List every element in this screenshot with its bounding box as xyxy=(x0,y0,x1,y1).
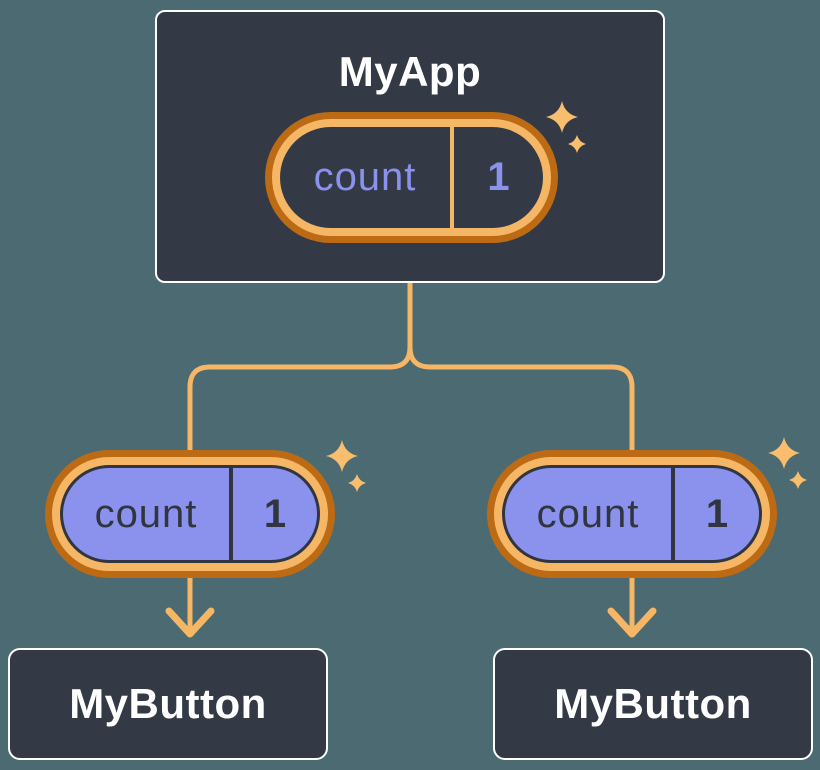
props-pill-right-ring: count 1 xyxy=(494,457,770,571)
sparkle-icon-right xyxy=(768,437,807,489)
state-name-label: count xyxy=(313,155,417,199)
props-pill-right-body: count 1 xyxy=(505,468,759,560)
prop-name-label-right: count xyxy=(536,491,640,536)
arrow-left-head-icon xyxy=(165,607,215,638)
props-pill-left-divider xyxy=(229,468,233,560)
state-pill-body: count 1 xyxy=(280,127,543,228)
state-pill-ring: count 1 xyxy=(272,119,551,236)
mybutton-node-left: MyButton xyxy=(8,648,328,760)
state-pill-divider xyxy=(450,127,454,228)
mybutton-title-left: MyButton xyxy=(69,680,267,727)
connector-right-branch xyxy=(407,283,635,450)
myapp-node: MyApp count 1 xyxy=(155,10,665,283)
props-pill-right-divider xyxy=(671,468,675,560)
props-pill-left: count 1 xyxy=(45,450,335,578)
props-pill-right: count 1 xyxy=(487,450,777,578)
props-pill-right-outline: count 1 xyxy=(502,465,762,563)
prop-value-label-left: 1 xyxy=(263,491,287,536)
prop-value-label-right: 1 xyxy=(705,491,729,536)
arrow-right-head-icon xyxy=(607,607,657,638)
state-value-label: 1 xyxy=(487,155,510,199)
props-pill-left-ring: count 1 xyxy=(52,457,328,571)
state-pill: count 1 xyxy=(265,112,558,243)
sparkle-icon-left xyxy=(326,440,366,492)
myapp-title: MyApp xyxy=(338,48,482,95)
mybutton-node-right: MyButton xyxy=(493,648,813,760)
mybutton-title-right: MyButton xyxy=(554,680,752,727)
connector-left-branch xyxy=(187,283,413,450)
props-pill-left-body: count 1 xyxy=(63,468,317,560)
props-pill-left-outline: count 1 xyxy=(60,465,320,563)
prop-name-label-left: count xyxy=(94,491,198,536)
